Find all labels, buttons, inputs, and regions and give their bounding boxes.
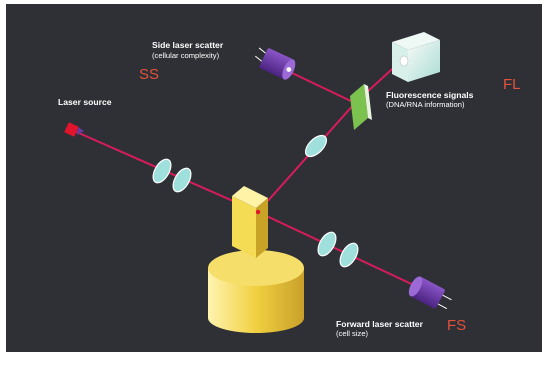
flow-cell-base-body — [208, 268, 304, 333]
cuvette-top — [232, 186, 268, 208]
fluorescence-detector — [392, 32, 440, 82]
fluorescence-code: FL — [503, 76, 521, 93]
fluorescence-label: Fluorescence signals — [386, 90, 474, 100]
side-scatter-beam-vertical — [257, 102, 356, 213]
side-scatter-detector — [254, 47, 296, 80]
filter-edge — [364, 84, 372, 120]
fl-detector-side — [408, 40, 440, 82]
flow-cell-base — [208, 250, 304, 333]
fluorescence-sublabel: (DNA/RNA information) — [386, 100, 465, 109]
forward-scatter-sublabel: (cell size) — [336, 329, 369, 338]
flow-cell-cuvette — [232, 186, 268, 258]
lens — [317, 231, 337, 257]
side-scatter-sublabel: (cellular complexity) — [152, 51, 220, 60]
laser-source-tip — [77, 127, 84, 135]
forward-scatter-label: Forward laser scatter — [336, 319, 424, 329]
lens-side-path — [304, 134, 328, 158]
side-scatter-code: SS — [139, 66, 159, 83]
cuvette-front — [232, 196, 256, 258]
flow-cell-base-top — [208, 250, 304, 286]
forward-scatter-detector — [408, 276, 452, 310]
side-scatter-label: Side laser scatter — [152, 40, 224, 50]
laser-source-label: Laser source — [58, 97, 112, 107]
laser-source — [64, 122, 84, 137]
laser-source-block — [64, 122, 79, 137]
side-scatter-beam-left — [289, 71, 356, 104]
detector-face — [408, 276, 423, 297]
fl-detector-aperture — [399, 55, 409, 67]
forward-scatter-code: FS — [447, 317, 466, 334]
lens — [152, 158, 172, 184]
dichroic-filter — [350, 84, 372, 130]
lens-pair-forward — [317, 231, 359, 268]
fl-detector-top — [392, 32, 440, 50]
lens — [339, 242, 359, 268]
lens-pair-incident — [152, 158, 192, 193]
filter-plate — [350, 84, 368, 130]
detector-cable — [442, 294, 452, 301]
detector-cable — [258, 47, 266, 54]
detector-cable — [254, 55, 263, 62]
cuvette-side — [256, 198, 268, 258]
lens — [172, 167, 192, 193]
forward-scatter-beam — [257, 211, 421, 289]
cell-interrogation-point — [255, 209, 261, 215]
detector-aperture — [286, 67, 292, 72]
detector-cable — [437, 303, 448, 310]
